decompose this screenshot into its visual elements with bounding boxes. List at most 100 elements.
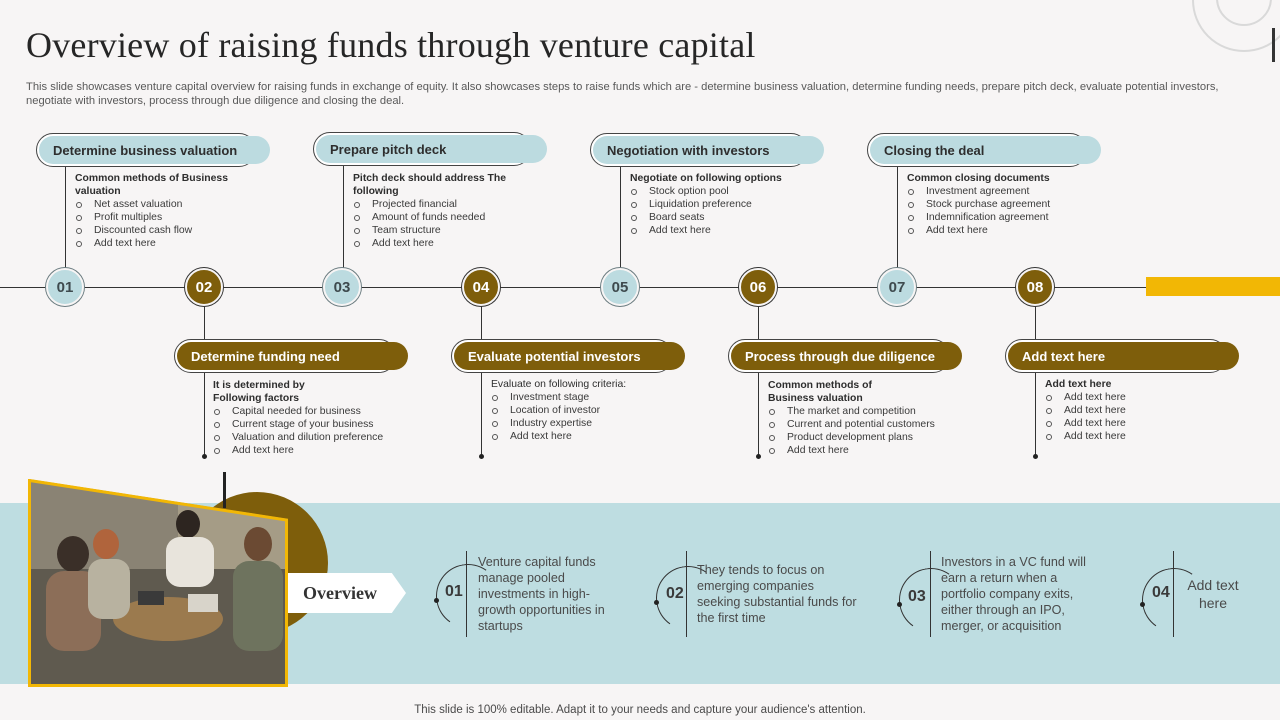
list-item: Current stage of your business <box>213 418 403 431</box>
connector-dot <box>756 454 761 459</box>
step-01-node: 01 <box>46 268 84 306</box>
step-07-title: Closing the deal <box>870 136 1101 164</box>
list-item: Profit multiples <box>75 211 235 224</box>
step-08-heading: Add text here <box>1045 379 1112 390</box>
decorative-stem <box>223 472 226 508</box>
connector-line <box>481 306 482 456</box>
overview-04-divider <box>1173 551 1174 637</box>
list-item: Team structure <box>353 224 513 237</box>
step-02-details: It is determined by Following factors Ca… <box>213 379 403 457</box>
connector-dot <box>1033 454 1038 459</box>
list-item: Stock purchase agreement <box>907 198 1077 211</box>
step-02-title: Determine funding need <box>177 342 408 370</box>
step-03-node: 03 <box>323 268 361 306</box>
step-01-heading: Common methods of Business valuation <box>75 173 228 197</box>
list-item: Add text here <box>1045 430 1195 443</box>
overview-03-text: Investors in a VC fund will earn a retur… <box>941 555 1086 633</box>
overview-01-number: 01 <box>445 583 463 600</box>
connector-dot <box>202 454 207 459</box>
connector-line <box>65 166 66 269</box>
list-item: Add text here <box>907 224 1077 237</box>
list-item: Add text here <box>630 224 800 237</box>
list-item: Location of investor <box>491 404 671 417</box>
connector-line <box>758 306 759 456</box>
overview-04-dot <box>1140 602 1145 607</box>
overview-01-text: Venture capital funds manage pooled inve… <box>478 555 605 633</box>
step-08-node: 08 <box>1016 268 1054 306</box>
step-04-heading: Evaluate on following criteria: <box>491 379 627 390</box>
overview-02-text: They tends to focus on emerging companie… <box>697 563 857 625</box>
step-06-heading: Common methods of Business valuation <box>768 380 872 404</box>
step-07-heading: Common closing documents <box>907 173 1050 184</box>
connector-line <box>897 166 898 269</box>
step-06-node: 06 <box>739 268 777 306</box>
list-item: Add text here <box>75 237 235 250</box>
list-item: Investment stage <box>491 391 671 404</box>
timeline-accent-bar <box>1146 277 1280 296</box>
list-item: Indemnification agreement <box>907 211 1077 224</box>
list-item: Board seats <box>630 211 800 224</box>
list-item: Investment agreement <box>907 185 1077 198</box>
connector-line <box>204 306 205 456</box>
list-item: Add text here <box>1045 404 1195 417</box>
list-item: Industry expertise <box>491 417 671 430</box>
step-04-details: Evaluate on following criteria: Investme… <box>491 378 671 443</box>
step-08-details: Add text here Add text here Add text her… <box>1045 378 1195 443</box>
list-item: Net asset valuation <box>75 198 235 211</box>
connector-line <box>343 166 344 269</box>
list-item: Add text here <box>768 444 958 457</box>
overview-03-number: 03 <box>908 588 926 605</box>
overview-label: Overview <box>288 573 406 613</box>
step-02-node: 02 <box>185 268 223 306</box>
step-01-title: Determine business valuation <box>39 136 270 164</box>
overview-02-divider <box>686 551 687 637</box>
step-08-title: Add text here <box>1008 342 1239 370</box>
overview-03-divider <box>930 551 931 637</box>
step-01-details: Common methods of Business valuation Net… <box>75 172 235 250</box>
overview-04-text: Add text here <box>1187 577 1239 611</box>
list-item: Add text here <box>491 430 671 443</box>
overview-01-dot <box>434 598 439 603</box>
connector-line <box>620 166 621 269</box>
list-item: Projected financial <box>353 198 513 211</box>
step-03-heading: Pitch deck should address The following <box>353 173 507 197</box>
step-05-node: 05 <box>601 268 639 306</box>
list-item: The market and competition <box>768 405 958 418</box>
step-02-heading: It is determined by Following factors <box>213 380 305 404</box>
overview-01-divider <box>466 551 467 637</box>
list-item: Product development plans <box>768 431 958 444</box>
overview-02-number: 02 <box>666 585 684 602</box>
step-07-node: 07 <box>878 268 916 306</box>
step-04-title: Evaluate potential investors <box>454 342 685 370</box>
step-06-title: Process through due diligence <box>731 342 962 370</box>
step-05-heading: Negotiate on following options <box>630 173 782 184</box>
list-item: Liquidation preference <box>630 198 800 211</box>
step-05-title: Negotiation with investors <box>593 136 824 164</box>
list-item: Add text here <box>1045 391 1195 404</box>
list-item: Valuation and dilution preference <box>213 431 403 444</box>
step-05-details: Negotiate on following options Stock opt… <box>630 172 800 237</box>
overview-02-dot <box>654 600 659 605</box>
list-item: Amount of funds needed <box>353 211 513 224</box>
list-item: Add text here <box>1045 417 1195 430</box>
timeline-line <box>0 287 1150 288</box>
decorative-bar <box>1272 28 1275 62</box>
list-item: Capital needed for business <box>213 405 403 418</box>
step-07-details: Common closing documents Investment agre… <box>907 172 1077 237</box>
list-item: Stock option pool <box>630 185 800 198</box>
list-item: Current and potential customers <box>768 418 958 431</box>
team-meeting-photo <box>28 479 288 687</box>
step-04-node: 04 <box>462 268 500 306</box>
step-03-details: Pitch deck should address The following … <box>353 172 513 250</box>
page-subtitle: This slide showcases venture capital ove… <box>26 81 1219 107</box>
overview-03-dot <box>897 602 902 607</box>
list-item: Add text here <box>213 444 403 457</box>
connector-line <box>1035 306 1036 456</box>
overview-04-number: 04 <box>1152 584 1170 601</box>
step-06-details: Common methods of Business valuation The… <box>768 379 958 457</box>
footer-note: This slide is 100% editable. Adapt it to… <box>414 704 866 716</box>
page-title: Overview of raising funds through ventur… <box>26 25 756 65</box>
list-item: Discounted cash flow <box>75 224 235 237</box>
list-item: Add text here <box>353 237 513 250</box>
step-03-title: Prepare pitch deck <box>316 135 547 163</box>
